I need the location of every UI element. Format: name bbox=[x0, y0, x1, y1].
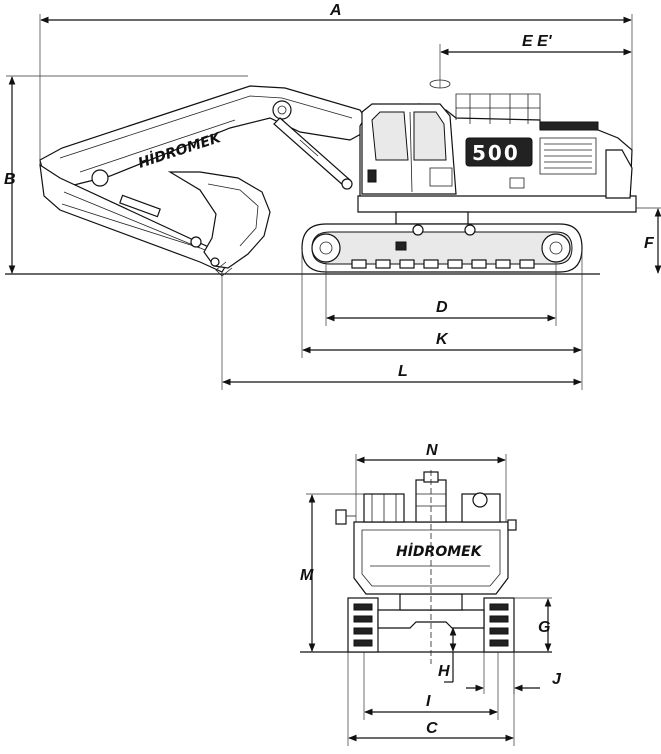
idler-wheel bbox=[311, 233, 341, 263]
track-inner bbox=[311, 231, 573, 265]
dim-D: D bbox=[325, 262, 557, 326]
cab-window-front bbox=[371, 111, 409, 161]
rear-counterweight bbox=[605, 149, 633, 199]
dim-H: H bbox=[438, 627, 457, 683]
dim-K: K bbox=[301, 250, 583, 390]
dim-label-B: B bbox=[4, 171, 16, 188]
model-plate bbox=[465, 137, 533, 167]
dim-A: A bbox=[39, 2, 633, 165]
arm-cylinder bbox=[119, 194, 161, 218]
model-label: 500 bbox=[472, 141, 520, 165]
dim-B: B bbox=[4, 75, 248, 274]
counterweight-base bbox=[357, 195, 637, 213]
track-right-links bbox=[489, 603, 509, 647]
mirror-right bbox=[507, 519, 517, 531]
dim-label-L: L bbox=[398, 363, 408, 380]
dim-label-A: A bbox=[329, 2, 342, 19]
dim-label-J: J bbox=[552, 671, 562, 688]
dim-label-C: C bbox=[426, 720, 438, 737]
dim-label-M: M bbox=[300, 567, 314, 584]
engine-grille bbox=[539, 137, 597, 175]
engine-hood bbox=[539, 121, 599, 131]
dim-N: N bbox=[355, 442, 507, 522]
dim-label-H: H bbox=[438, 663, 450, 680]
bucket bbox=[167, 171, 271, 277]
cab-window-side bbox=[413, 111, 447, 161]
dim-C: C bbox=[347, 652, 515, 746]
dim-label-G: G bbox=[538, 619, 550, 636]
dim-label-F: F bbox=[644, 235, 655, 252]
dim-label-N: N bbox=[426, 442, 438, 459]
dim-EE: E E' bbox=[439, 33, 632, 88]
brand-label-rear: HİDROMEK bbox=[396, 543, 483, 560]
sprocket-wheel bbox=[541, 233, 571, 263]
track-rollers bbox=[351, 259, 535, 269]
boom-pivot bbox=[272, 100, 292, 120]
dim-G: G bbox=[514, 597, 552, 652]
handrail bbox=[455, 93, 541, 128]
dim-label-K: K bbox=[436, 331, 449, 348]
dim-label-D: D bbox=[436, 299, 448, 316]
dim-L: L bbox=[221, 272, 582, 390]
track-left-links bbox=[353, 603, 373, 647]
dim-label-I: I bbox=[426, 693, 431, 710]
rear-view: HİDROMEK N M bbox=[300, 442, 562, 746]
dim-M: M bbox=[300, 493, 364, 652]
undercarriage bbox=[301, 211, 583, 273]
mirror-left bbox=[335, 509, 347, 525]
boom: HİDROMEK bbox=[39, 85, 373, 187]
side-view: HİDROMEK bbox=[4, 2, 661, 390]
boom-cylinder bbox=[273, 117, 353, 190]
dim-I: I bbox=[363, 652, 499, 720]
boom-arm-pivot bbox=[91, 169, 109, 187]
dim-F: F bbox=[636, 207, 661, 274]
upper-structure: 500 bbox=[357, 79, 637, 213]
swing-bearing bbox=[395, 211, 469, 225]
dim-label-EE: E E' bbox=[522, 33, 553, 50]
